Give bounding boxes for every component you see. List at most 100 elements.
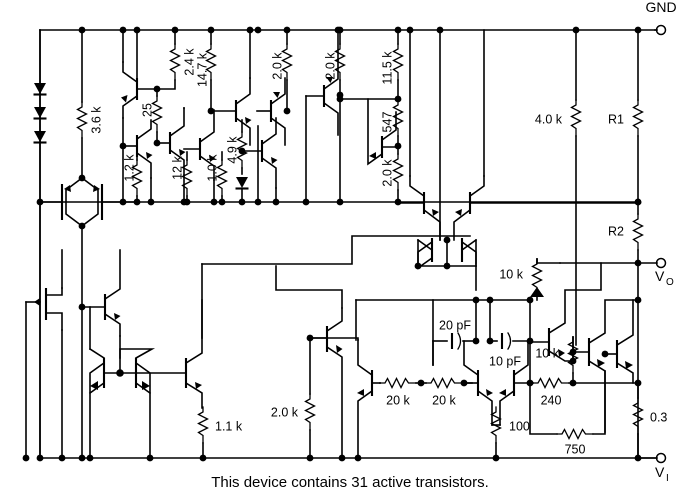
junction-dot [78, 454, 86, 462]
resistor-4.0k-symbol [570, 99, 582, 137]
junction-dot [119, 26, 127, 34]
junction-dot [78, 303, 86, 311]
junction-dot [634, 379, 642, 387]
label-GND: GND [645, 0, 676, 15]
terminal-gnd[interactable] [655, 24, 667, 36]
label-VO: V [655, 268, 665, 284]
label-2.4k: 2.4 k [182, 48, 196, 76]
junction-dot [338, 454, 346, 462]
diode-string [32, 29, 48, 459]
label-3.6k: 3.6 k [89, 106, 103, 134]
junction-dot [394, 26, 402, 34]
label-240: 240 [541, 393, 562, 407]
junction-dot [183, 198, 191, 206]
junction-dot [634, 198, 642, 206]
junction-dot [133, 198, 141, 206]
junction-dot [36, 454, 44, 462]
resistor-11.5k-symbol [392, 43, 404, 81]
resistor-1.1k-symbol [197, 406, 209, 444]
junction-dot [153, 139, 161, 147]
junction-dot [572, 26, 580, 34]
resistor-240-symbol [532, 377, 570, 389]
junction-dot [283, 26, 291, 34]
junction-dot [283, 107, 291, 115]
transistor-q9 [367, 98, 399, 166]
transistor-out-npn2 [604, 299, 634, 384]
label-R2: R2 [608, 224, 624, 238]
junction-dot [306, 454, 314, 462]
label-20pF: 20 pF [439, 318, 471, 332]
label-750: 750 [565, 442, 586, 456]
junction-dot [147, 198, 155, 206]
label-10k-b: 10 k [535, 346, 559, 360]
junction-dot [406, 26, 414, 34]
junction-dot [218, 198, 226, 206]
junction-dot [394, 198, 402, 206]
wire-q12-up [275, 265, 343, 309]
wire-750-r [592, 370, 606, 435]
junction-dot [119, 198, 127, 206]
transistor-q11 [135, 299, 203, 409]
junction-dot [334, 26, 342, 34]
junction-dot [133, 26, 141, 34]
current-mirror [88, 335, 156, 459]
junction-dot [254, 198, 262, 206]
transistor-q6 [256, 77, 286, 146]
label-20k-b: 20 k [432, 393, 456, 407]
diode-symbol [234, 175, 250, 190]
label-547: 547 [380, 112, 394, 133]
junction-dot [207, 107, 215, 115]
label-11.5k: 11.5 k [380, 51, 394, 85]
resistor-2.0k-d-symbol [304, 393, 316, 431]
label-VI-group: V I [655, 464, 669, 484]
resistor-750-symbol [556, 428, 594, 440]
junction-dot [86, 454, 94, 462]
jfet-symbol [25, 249, 63, 459]
wire-feedback [201, 235, 471, 265]
junction-dot [58, 454, 66, 462]
terminal-vi[interactable] [655, 452, 667, 464]
junction-dot [526, 296, 534, 304]
junction-dot [119, 142, 127, 150]
junction-dot [22, 454, 30, 462]
label-VI-sub: I [666, 473, 669, 484]
junction-dot [254, 26, 262, 34]
label-4.0k: 4.0 k [535, 112, 563, 126]
capacitor-10pF-symbol [500, 331, 512, 351]
junction-dot [146, 454, 154, 462]
junction-dot [569, 348, 577, 356]
lateral-pnp-symbol [39, 174, 138, 459]
label-1.1k: 1.1 k [215, 419, 243, 433]
label-2.0k-c: 2.0 k [380, 159, 394, 187]
transistor-q8 [305, 59, 339, 136]
transistor-q5 [210, 77, 252, 146]
junction-dot [207, 26, 215, 34]
label-2.0k-d: 2.0 k [271, 405, 299, 419]
junction-dot [272, 198, 280, 206]
label-10k-pot: 10 k [499, 267, 523, 281]
junction-dot [238, 198, 246, 206]
junction-dot [354, 454, 362, 462]
transistor-q13 [357, 339, 381, 459]
label-2.0k-a: 2.0 k [270, 52, 284, 80]
junction-dot [414, 262, 422, 270]
terminal-vo[interactable] [655, 257, 667, 269]
junction-dot [336, 95, 344, 103]
junction-dot [443, 262, 451, 270]
label-12k: 12 k [170, 155, 184, 179]
junction-dot [238, 147, 246, 155]
label-14.7k: 14.7 k [195, 52, 209, 87]
junction-dot [634, 296, 642, 304]
junction-dot [171, 26, 179, 34]
schematic-caption: This device contains 31 active transisto… [211, 474, 489, 491]
resistor-20k-a-symbol [379, 377, 417, 389]
resistor-R1-symbol [632, 99, 644, 137]
transistor-q1 [121, 61, 158, 119]
resistor-20k-b-symbol [425, 377, 463, 389]
junction-dot [199, 454, 207, 462]
label-1.2k: 1.2 k [122, 154, 136, 182]
label-1.0k: 1.0 k [205, 154, 219, 182]
resistor-R2-symbol [632, 213, 644, 251]
